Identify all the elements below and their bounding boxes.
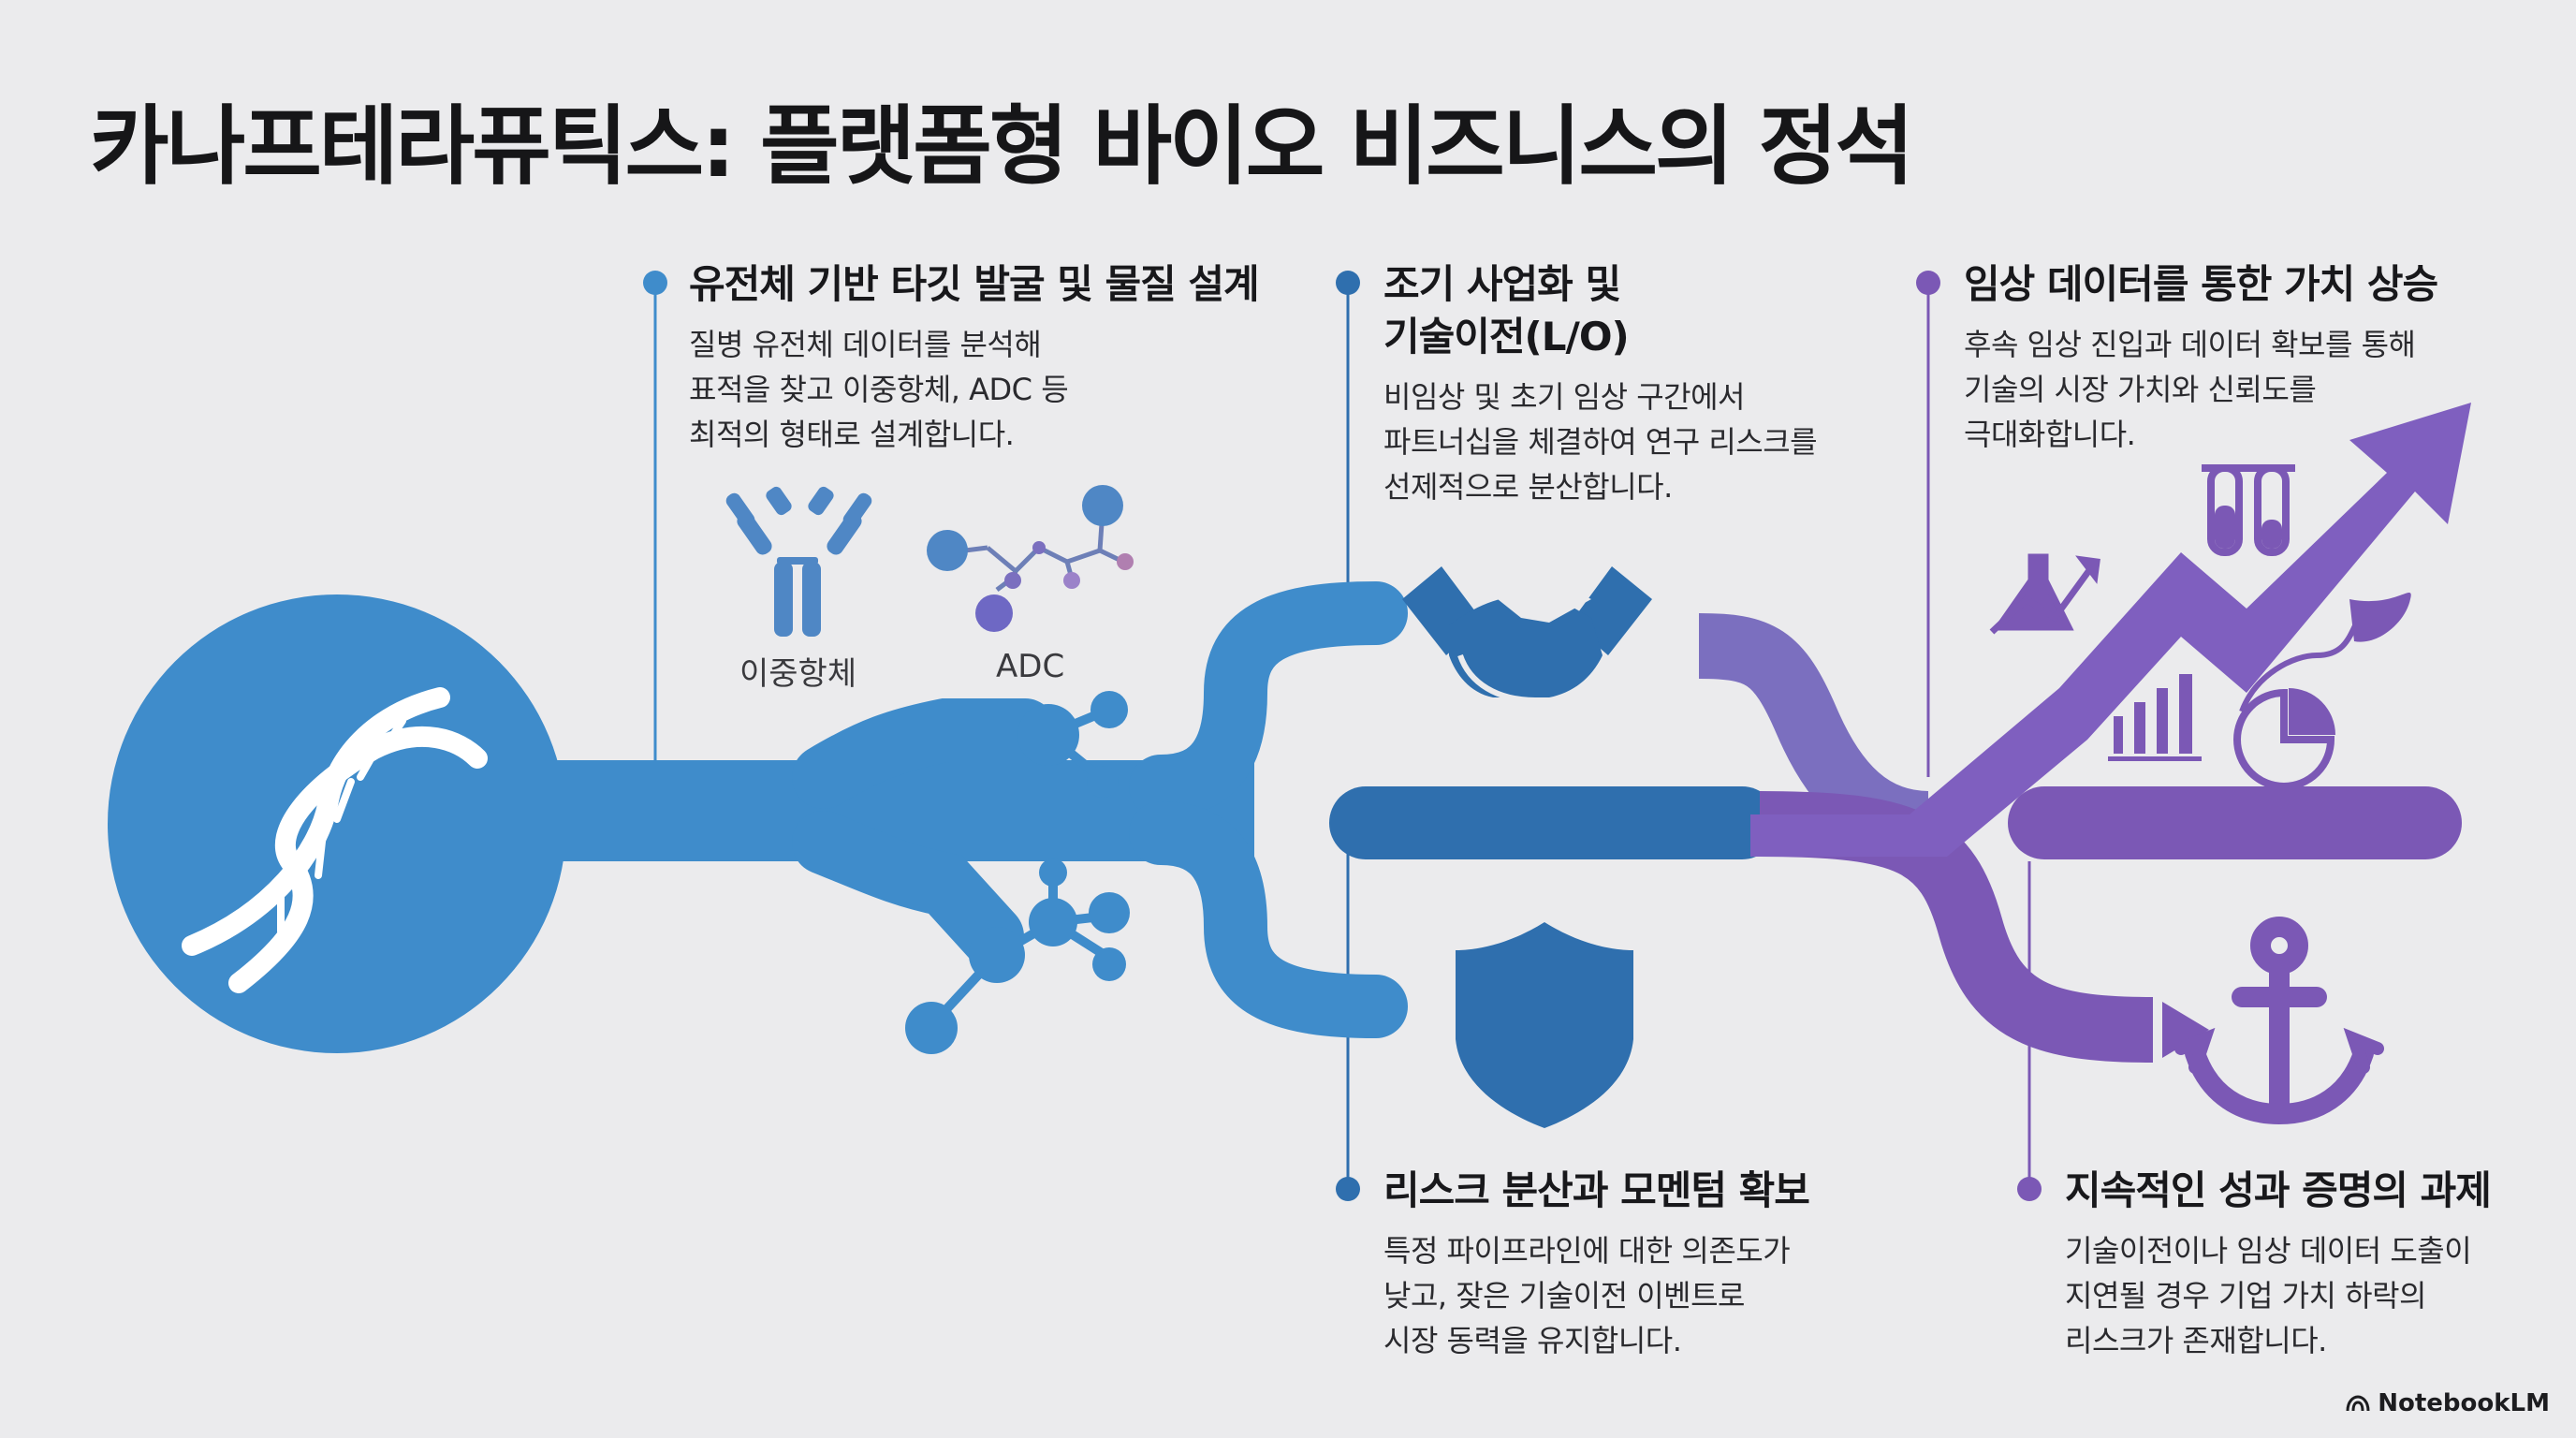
handshake-icon bbox=[1402, 566, 1652, 703]
stage-description: 후속 임상 진입과 데이터 확보를 통해 기술의 시장 가치와 신뢰도를 극대화… bbox=[1964, 327, 2416, 452]
antibody-icon bbox=[725, 486, 872, 637]
pipeline-branch-upper bbox=[1129, 581, 1408, 818]
connector-dot bbox=[643, 271, 667, 295]
lower-branch-arrowhead bbox=[2162, 1002, 2209, 1058]
connector-dot bbox=[1336, 271, 1360, 295]
pipeline-right-bar bbox=[2008, 786, 2462, 859]
dna-icon bbox=[182, 687, 488, 993]
stage-target-discovery: 유전체 기반 타깃 발굴 및 물질 설계 질병 유전체 데이터를 분석해 표적을… bbox=[689, 258, 1260, 457]
pie-chart-icon bbox=[2233, 592, 2411, 790]
bar-chart-icon bbox=[2108, 674, 2202, 761]
stage-heading: 조기 사업화 및 기술이전(L/O) bbox=[1383, 261, 1630, 360]
stage-heading: 유전체 기반 타깃 발굴 및 물질 설계 bbox=[689, 261, 1260, 307]
stage-description: 특정 파이프라인에 대한 의존도가 낮고, 잦은 기술이전 이벤트로 시장 동력… bbox=[1383, 1233, 1791, 1358]
stage-heading: 리스크 분산과 모멘텀 확보 bbox=[1383, 1167, 1810, 1213]
adc-molecule-icon bbox=[927, 485, 1134, 632]
stage-description: 비임상 및 초기 임상 구간에서 파트너십을 체결하여 연구 리스크를 선제적으… bbox=[1383, 379, 1818, 505]
stage-description: 질병 유전체 데이터를 분석해 표적을 찾고 이중항체, ADC 등 최적의 형… bbox=[689, 327, 1069, 452]
brand-label: NotebookLM bbox=[2378, 1389, 2550, 1417]
anchor-icon bbox=[2174, 917, 2384, 1125]
pipeline-branch-lower bbox=[1129, 801, 1408, 1038]
stage-heading: 지속적인 성과 증명의 과제 bbox=[2065, 1167, 2492, 1213]
connector-dot bbox=[2017, 1177, 2042, 1201]
brand-watermark: NotebookLM bbox=[2346, 1389, 2550, 1417]
pipeline-center-bar bbox=[1329, 786, 1778, 859]
test-tubes-icon bbox=[2202, 464, 2295, 556]
molecule-branch-upper bbox=[792, 698, 1057, 809]
stage-risk-diversification: 리스크 분산과 모멘텀 확보 특정 파이프라인에 대한 의존도가 낮고, 잦은 … bbox=[1383, 1165, 1810, 1363]
growth-arrow-icon bbox=[1750, 403, 2471, 857]
page-title: 카나프테라퓨틱스: 플랫폼형 바이오 비즈니스의 정석 bbox=[90, 96, 1914, 197]
stage-heading: 임상 데이터를 통한 가치 상승 bbox=[1964, 261, 2438, 307]
molecule-lower-icon bbox=[905, 858, 1130, 1054]
stage-early-licensing: 조기 사업화 및 기술이전(L/O) 비임상 및 초기 임상 구간에서 파트너십… bbox=[1383, 258, 1818, 509]
stage-clinical-value: 임상 데이터를 통한 가치 상승 후속 임상 진입과 데이터 확보를 통해 기술… bbox=[1964, 258, 2438, 457]
bispecific-label: 이중항체 bbox=[739, 655, 857, 693]
molecule-branch-lower bbox=[792, 811, 1024, 968]
adc-label: ADC bbox=[996, 648, 1065, 685]
stage-description: 기술이전이나 임상 데이터 도출이 지연될 경우 기업 가치 하락의 리스크가 … bbox=[2065, 1233, 2472, 1358]
molecule-upper-icon bbox=[1017, 691, 1128, 798]
stage-performance-challenge: 지속적인 성과 증명의 과제 기술이전이나 임상 데이터 도출이 지연될 경우 … bbox=[2065, 1165, 2492, 1363]
shield-icon bbox=[1456, 922, 1633, 1128]
notebooklm-icon bbox=[2346, 1395, 2370, 1412]
flask-chart-icon bbox=[1989, 553, 2100, 635]
connector-dot bbox=[1916, 271, 1940, 295]
connector-dot bbox=[1336, 1177, 1360, 1201]
